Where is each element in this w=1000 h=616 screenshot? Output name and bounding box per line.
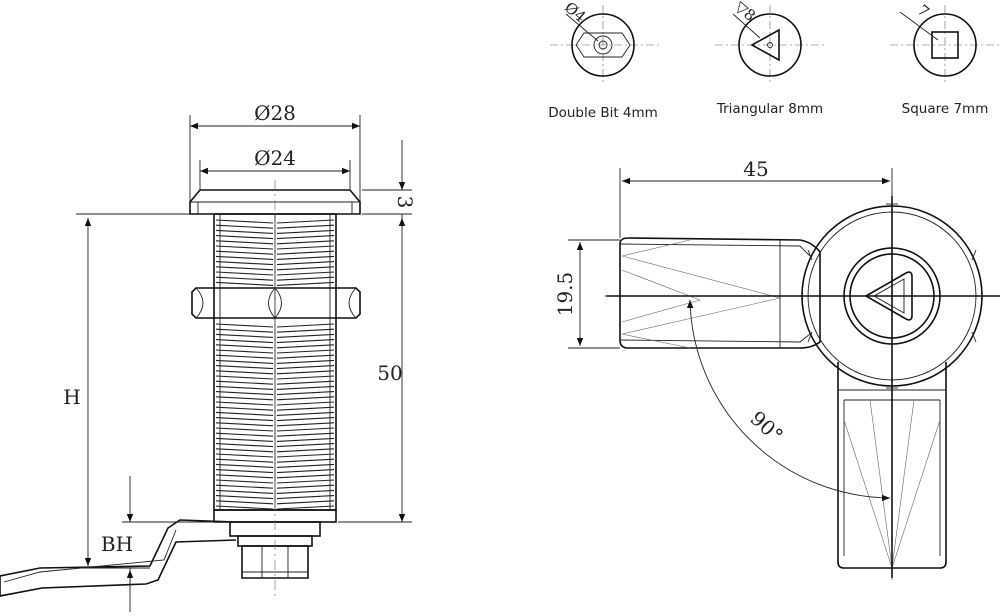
key-square: 7 Square 7mm — [890, 1, 1000, 117]
dim-bh: BH — [101, 532, 133, 556]
dim-h: H — [63, 385, 80, 409]
key-double-bit-symbol: Ø4 — [561, 0, 589, 26]
key-triangular: ▽8 Triangular 8mm — [715, 0, 825, 117]
cam-arm — [0, 519, 237, 597]
dim-inner-diameter: Ø24 — [254, 146, 296, 170]
key-double-bit-label: Double Bit 4mm — [548, 105, 658, 121]
side-view: Ø28 Ø24 3 50 H BH — [0, 101, 417, 612]
cam-nut — [241, 545, 309, 579]
key-double-bit: Ø4 Double Bit 4mm — [548, 0, 660, 121]
dim-outer-diameter: Ø28 — [254, 101, 296, 125]
cam-arm-horizontal — [619, 237, 821, 349]
front-view: 45 19.5 90° — [553, 157, 1000, 580]
key-triangular-label: Triangular 8mm — [716, 101, 823, 117]
thread-lines — [215, 219, 335, 510]
dim-head-thickness: 3 — [393, 196, 417, 209]
key-square-label: Square 7mm — [902, 101, 989, 117]
dim-width: 45 — [743, 157, 768, 181]
dim-body-length: 50 — [377, 361, 402, 385]
dim-height: 19.5 — [553, 272, 577, 317]
key-triangular-symbol: ▽8 — [731, 0, 759, 25]
hex-nut — [191, 287, 361, 319]
